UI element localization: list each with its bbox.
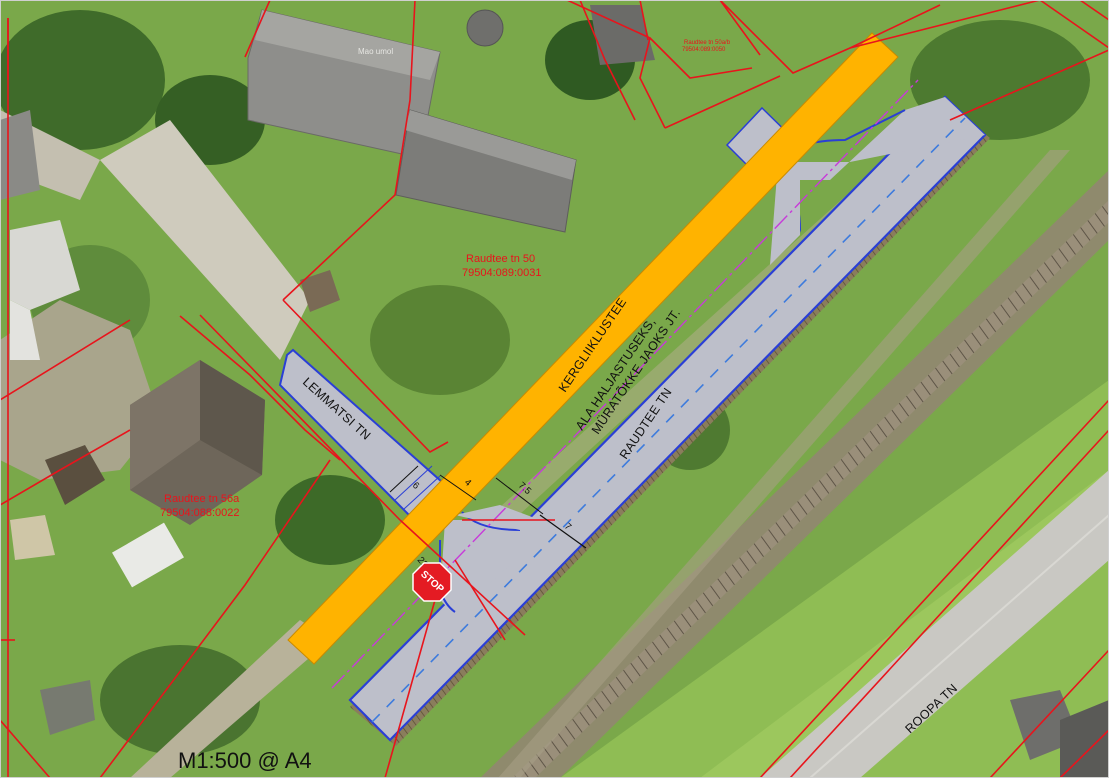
roopa-street-surface: [760, 470, 1109, 778]
svg-text:79504:089:0031: 79504:089:0031: [462, 267, 542, 279]
dimension-4: 4: [462, 477, 473, 489]
stop-sign: STOP: [412, 562, 452, 602]
svg-text:Raudtee tn 50: Raudtee tn 50: [466, 253, 535, 265]
dimension-7: 7: [562, 521, 573, 533]
dimension-6: 6: [410, 480, 421, 492]
parcel-label-raudtee-50: Raudtee tn 50 79504:089:0031: [462, 253, 542, 279]
svg-text:79504:089:0050: 79504:089:0050: [682, 47, 726, 53]
svg-text:79504:088:0022: 79504:088:0022: [160, 507, 240, 519]
building-label: Mao umol: [358, 47, 393, 56]
raudtee-road-surface: [348, 95, 990, 746]
parcel-label-raudtee-50b: Raudtee tn 50a/b 79504:089:0050: [682, 40, 731, 53]
scale-label: M1:500 @ A4: [178, 748, 312, 773]
buildings: [0, 5, 1109, 778]
railway: [480, 150, 1109, 778]
svg-text:Raudtee tn 56a: Raudtee tn 56a: [164, 493, 240, 505]
dimension-lines: [389, 465, 587, 549]
svg-text:Raudtee tn 50a/b: Raudtee tn 50a/b: [684, 40, 731, 46]
kergliiklustee-path: [287, 32, 899, 665]
parcel-label-raudtee-56a: Raudtee tn 56a 79504:088:0022: [160, 493, 240, 519]
